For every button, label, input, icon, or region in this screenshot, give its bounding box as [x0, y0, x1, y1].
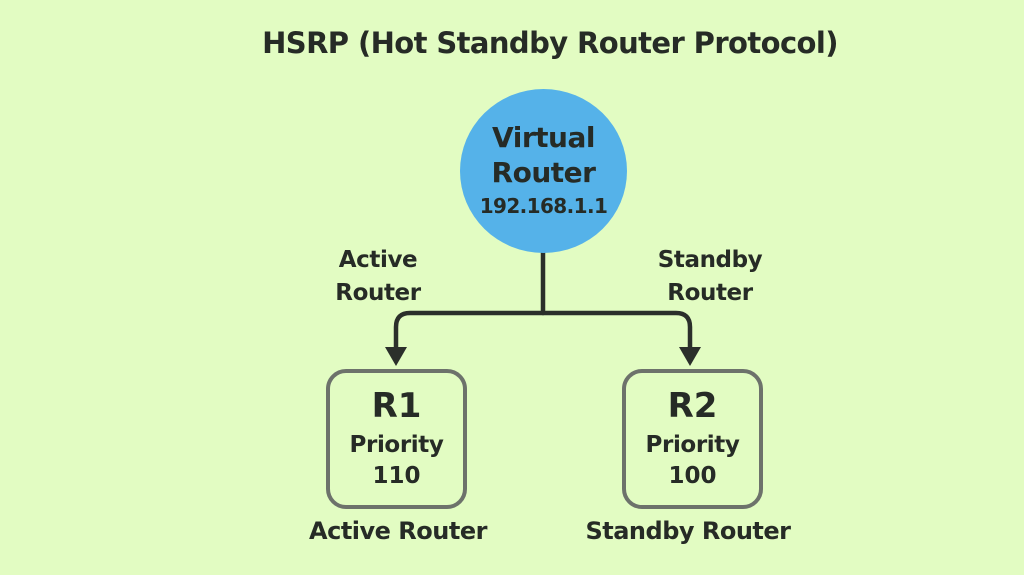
- branch-label-standby-line1: Standby: [657, 247, 763, 273]
- branch-label-active-line2: Router: [335, 280, 421, 306]
- diagram-title: HSRP (Hot Standby Router Protocol): [262, 26, 838, 60]
- router-node-r1: R1 Priority 110: [326, 369, 467, 509]
- priority-label: Priority: [349, 432, 444, 458]
- virtual-router-label-line1: Virtual: [492, 121, 595, 154]
- priority-value: 100: [668, 463, 717, 489]
- arrow-down-icon-left: [385, 347, 407, 366]
- branch-label-standby: Standby Router: [640, 244, 780, 310]
- priority-value: 110: [372, 463, 421, 489]
- caption-r2: Standby Router: [585, 517, 791, 545]
- arrow-down-icon-right: [679, 347, 701, 366]
- branch-label-standby-line2: Router: [667, 280, 753, 306]
- virtual-router-node: Virtual Router 192.168.1.1: [460, 89, 627, 253]
- virtual-router-ip: 192.168.1.1: [479, 194, 608, 218]
- virtual-router-label-line2: Router: [491, 156, 596, 189]
- priority-label: Priority: [645, 432, 740, 458]
- router-node-r2: R2 Priority 100: [622, 369, 763, 509]
- branch-label-active: Active Router: [318, 244, 438, 310]
- router-name: R1: [371, 386, 422, 426]
- caption-r1: Active Router: [309, 517, 487, 545]
- router-name: R2: [667, 386, 718, 426]
- branch-label-active-line1: Active: [338, 247, 418, 273]
